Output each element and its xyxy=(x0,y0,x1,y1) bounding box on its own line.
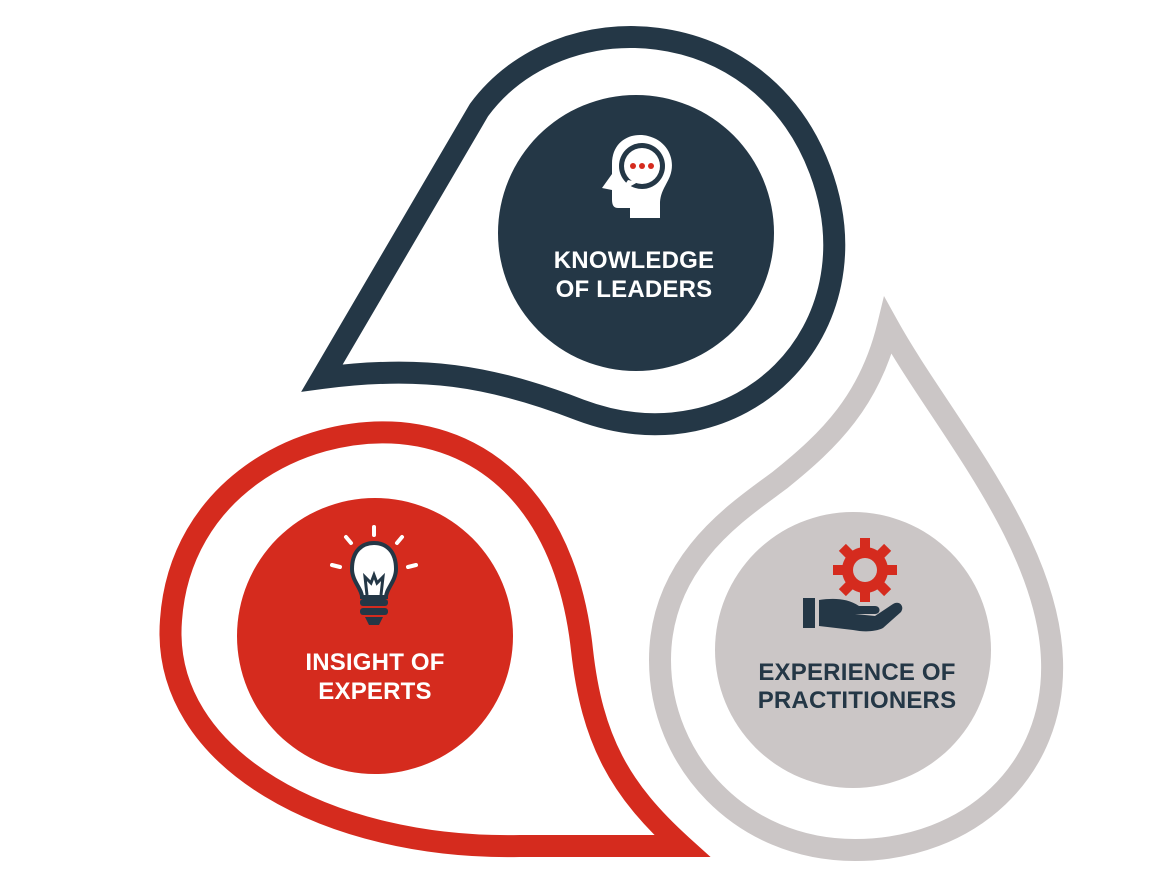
circle-practitioners xyxy=(715,512,991,788)
lightbulb-icon xyxy=(330,525,418,625)
teardrop-outline-experts xyxy=(159,421,711,858)
node-experts: INSIGHT OF EXPERTS xyxy=(159,421,711,858)
label-practitioners-line2: PRACTITIONERS xyxy=(758,687,957,714)
label-practitioners-line1: EXPERIENCE OF xyxy=(758,659,955,686)
circle-leaders xyxy=(498,95,774,371)
label-leaders-line1: KNOWLEDGE xyxy=(554,247,714,274)
teardrop-outline-practitioners xyxy=(648,296,1064,862)
circle-experts xyxy=(237,498,513,774)
label-experts-line1: INSIGHT OF xyxy=(305,649,444,676)
node-leaders: KNOWLEDGE OF LEADERS xyxy=(301,26,846,436)
head-speech-icon xyxy=(602,135,672,218)
teardrop-outline-leaders xyxy=(301,26,846,436)
label-leaders-line2: OF LEADERS xyxy=(556,276,713,303)
hand-gear-icon xyxy=(803,538,903,632)
label-experts-line2: EXPERTS xyxy=(318,678,431,705)
node-practitioners: EXPERIENCE OF PRACTITIONERS xyxy=(648,296,1064,862)
